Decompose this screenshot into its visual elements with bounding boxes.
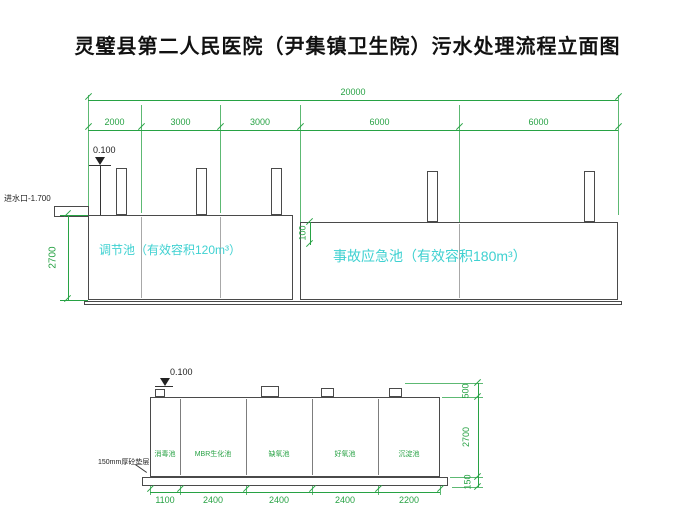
level-triangle-icon bbox=[95, 157, 105, 165]
segment-dim-label: 3000 bbox=[249, 117, 271, 127]
width-dimension-line bbox=[150, 492, 440, 493]
extension-line bbox=[618, 95, 619, 215]
segment-dim-label: 6000 bbox=[528, 117, 549, 127]
compartment-label: 消毒池 bbox=[154, 451, 176, 458]
height-dim-label: 2700 bbox=[47, 246, 59, 269]
level-datum-line bbox=[89, 165, 111, 166]
compartment-label: 沉淀池 bbox=[398, 451, 420, 458]
height-dimension-line bbox=[68, 215, 69, 300]
extension-line bbox=[88, 95, 89, 215]
regulating-tank-outline bbox=[88, 215, 293, 300]
compartment-label: MBR生化池 bbox=[194, 451, 232, 458]
extension-line bbox=[405, 383, 483, 384]
height-dim-label: 2700 bbox=[461, 426, 472, 448]
extension-line bbox=[440, 486, 441, 495]
width-dim-label: 2200 bbox=[398, 495, 420, 505]
base-slab bbox=[142, 477, 448, 486]
pipe-stub bbox=[584, 171, 595, 222]
partition-line bbox=[312, 399, 313, 475]
freeboard-dimension-line bbox=[310, 222, 311, 245]
pipe-stub bbox=[427, 171, 438, 222]
partition-line bbox=[378, 399, 379, 475]
extension-line bbox=[246, 486, 247, 495]
extension-line bbox=[60, 215, 88, 216]
extension-line bbox=[442, 397, 483, 398]
pipe-stub bbox=[261, 386, 279, 397]
extension-line bbox=[220, 105, 221, 213]
width-dim-label: 2400 bbox=[202, 495, 224, 505]
tank-base-slab bbox=[84, 301, 622, 305]
width-dim-label: 2400 bbox=[268, 495, 290, 505]
extension-line bbox=[459, 105, 460, 222]
extension-line bbox=[452, 487, 483, 488]
extension-line bbox=[60, 300, 88, 301]
partition-line bbox=[459, 224, 460, 298]
freeboard-dim-label: 100 bbox=[297, 225, 308, 241]
pipe-stub bbox=[116, 168, 127, 215]
process-tank-outline bbox=[150, 397, 440, 477]
compartment-label: 好氧池 bbox=[334, 451, 356, 458]
segment-dim-label: 2000 bbox=[104, 117, 125, 127]
segment-dimension-line bbox=[88, 130, 618, 131]
inlet-label: 进水口-1.700 bbox=[4, 194, 51, 203]
level-leader-line bbox=[100, 166, 101, 215]
extension-line bbox=[141, 105, 142, 213]
pipe-stub bbox=[389, 388, 402, 397]
width-dim-label: 2400 bbox=[334, 495, 356, 505]
width-dim-label: 1100 bbox=[155, 495, 175, 505]
extension-line bbox=[312, 486, 313, 495]
extension-line bbox=[300, 105, 301, 222]
level-datum-line bbox=[155, 386, 173, 387]
drawing-title: 灵璧县第二人民医院（尹集镇卫生院）污水处理流程立面图 bbox=[74, 36, 621, 58]
extension-line bbox=[150, 486, 151, 495]
regulating-tank-label: 调节池（有效容积120m³） bbox=[99, 243, 242, 257]
partition-line bbox=[141, 217, 142, 298]
overall-dimension-label: 20000 bbox=[340, 87, 366, 97]
inlet-pipe bbox=[54, 206, 89, 217]
pipe-stub bbox=[196, 168, 207, 215]
pipe-stub bbox=[155, 389, 165, 397]
overall-dimension-line bbox=[88, 100, 618, 101]
compartment-label: 缺氧池 bbox=[268, 451, 290, 458]
level-label: 0.100 bbox=[170, 367, 193, 377]
height-dim-label: 150 bbox=[462, 474, 473, 490]
partition-line bbox=[180, 399, 181, 475]
extension-line bbox=[450, 477, 483, 478]
base-note: 150mm厚砼垫层 bbox=[98, 459, 150, 466]
segment-dim-label: 3000 bbox=[170, 117, 191, 127]
partition-line bbox=[246, 399, 247, 475]
pipe-stub bbox=[321, 388, 334, 397]
height-dim-label: 500 bbox=[460, 383, 471, 399]
extension-line bbox=[180, 486, 181, 495]
segment-dim-label: 6000 bbox=[369, 117, 390, 127]
pipe-stub bbox=[271, 168, 282, 215]
partition-line bbox=[220, 217, 221, 298]
emergency-tank-label: 事故应急池（有效容积180m³） bbox=[333, 248, 527, 264]
extension-line bbox=[378, 486, 379, 495]
level-triangle-icon bbox=[160, 378, 170, 386]
height-dimension-line bbox=[478, 383, 479, 487]
level-label: 0.100 bbox=[93, 145, 116, 155]
